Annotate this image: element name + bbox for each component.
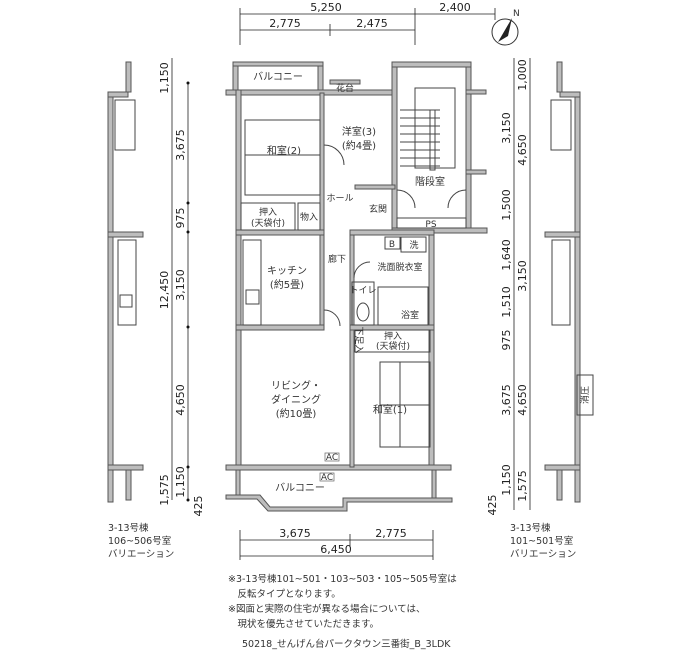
label-stairwell: 階段室 [415, 175, 445, 188]
svg-text:425: 425 [192, 496, 205, 517]
left-variation-plan [107, 61, 144, 503]
label-washroom: 洗面脱衣室 [377, 261, 422, 273]
svg-text:1,575: 1,575 [158, 474, 171, 506]
label-washer: 洗 [409, 239, 418, 251]
svg-text:(約5畳): (約5畳) [270, 278, 304, 291]
svg-text:975: 975 [500, 330, 513, 351]
stairs [400, 87, 456, 171]
dim-top-b: 2,475 [356, 17, 388, 30]
svg-text:1,000: 1,000 [516, 59, 529, 91]
svg-text:3,675: 3,675 [500, 384, 513, 416]
svg-text:N: N [513, 9, 520, 19]
svg-text:4,650: 4,650 [516, 384, 529, 416]
left-dimensions: 1,150 12,450 1,575 3,675 975 3,150 4,650… [158, 58, 205, 517]
label-storage: 物入 [300, 211, 318, 223]
right-variation-caption: 3-13号棟 101~501号室 バリエーション [510, 523, 577, 560]
svg-text:(約4畳): (約4畳) [342, 139, 376, 152]
svg-text:1,575: 1,575 [516, 470, 529, 502]
notes: ※3-13号棟101~501・103~503・105~505号室は 反転タイプと… [228, 574, 457, 630]
svg-text:3,150: 3,150 [516, 260, 529, 292]
label-ac-outdoor: AC [321, 473, 333, 483]
dim-bottom-a: 3,675 [279, 527, 311, 540]
label-boiler: B [389, 240, 395, 250]
label-ac-indoor: AC [326, 453, 338, 463]
svg-text:12,450: 12,450 [158, 271, 171, 310]
label-balcony-bottom: バルコニー [275, 482, 325, 494]
svg-text:(天袋付): (天袋付) [251, 217, 285, 229]
svg-text:975: 975 [174, 208, 187, 229]
svg-text:1,150: 1,150 [158, 62, 171, 94]
svg-text:1,150: 1,150 [174, 466, 187, 498]
left-variation-caption: 3-13号棟 106~506号室 バリエーション [108, 523, 175, 560]
svg-text:1,640: 1,640 [500, 239, 513, 271]
label-washitsu1: 和室(1) [373, 403, 407, 416]
svg-text:4,650: 4,650 [516, 134, 529, 166]
svg-text:425: 425 [486, 495, 499, 516]
label-ps: PS [425, 220, 436, 230]
right-dimensions: 1,000 4,650 3,150 4,650 1,575 3,150 1,50… [486, 58, 531, 516]
label-balcony-top: バルコニー [253, 71, 303, 83]
dim-top-total: 5,250 [310, 1, 342, 14]
dim-top-stair: 2,400 [439, 1, 471, 14]
right-variation-plan: 消圧 [544, 61, 594, 503]
label-entrance: 玄関 [369, 203, 387, 215]
svg-text:3,150: 3,150 [500, 112, 513, 144]
svg-text:1,150: 1,150 [500, 464, 513, 496]
label-bath: 浴室 [401, 309, 419, 321]
label-toilet: トイレ [349, 286, 376, 296]
svg-text:1,510: 1,510 [500, 286, 513, 318]
dim-top-a: 2,775 [269, 17, 301, 30]
svg-text:(天袋付): (天袋付) [376, 340, 410, 352]
label-flower-bed: 花台 [336, 82, 354, 94]
svg-text:3,675: 3,675 [174, 129, 187, 161]
label-hall: ホール [326, 193, 353, 204]
label-living: リビング・ [271, 379, 321, 392]
label-oshiire2: 押入 [384, 330, 402, 342]
svg-text:ダイニング: ダイニング [271, 393, 321, 406]
main-plan [225, 61, 488, 512]
dim-bottom-b: 2,775 [375, 527, 407, 540]
svg-text:3,150: 3,150 [174, 269, 187, 301]
dim-bottom-total: 6,450 [320, 543, 352, 556]
label-corridor: 廊下 [328, 253, 346, 265]
bottom-dimensions: 3,675 2,775 6,450 [239, 527, 434, 560]
svg-text:4,650: 4,650 [174, 384, 187, 416]
label-youshitsu3: 洋室(3) [342, 125, 376, 138]
svg-text:(約10畳): (約10畳) [276, 407, 317, 420]
room-labels: バルコニー 花台 和室(2) 洋室(3) (約4畳) 階段室 ホール 玄関 PS… [251, 71, 445, 494]
svg-text:消圧: 消圧 [579, 386, 591, 404]
label-washitsu2: 和室(2) [267, 144, 301, 157]
label-shoe-storage: 下足入 [353, 326, 364, 353]
footer-caption: 50218_せんげん台パークタウン三番街_B_3LDK [242, 639, 451, 650]
label-oshiire: 押入 [259, 206, 277, 218]
top-dimensions: 5,250 2,775 2,475 2,400 [239, 1, 496, 45]
label-kitchen: キッチン [267, 265, 307, 277]
compass-icon: N [491, 9, 520, 46]
svg-text:1,500: 1,500 [500, 189, 513, 221]
